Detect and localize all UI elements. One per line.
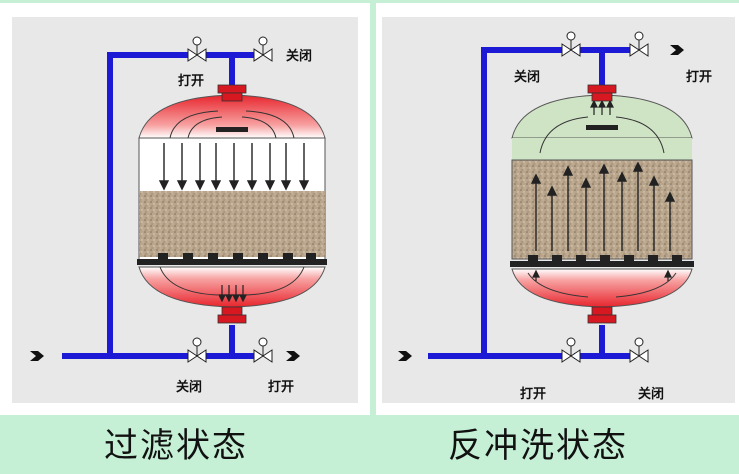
outlet-arrow-icon [670,45,684,55]
valve-top-left[interactable] [561,31,581,57]
valve-top-right[interactable] [253,36,273,62]
label-bottom-left-valve: 打开 [520,386,546,402]
filtration-diagram: 关闭 打开 关闭 打开 [30,36,327,395]
nozzle-plate [510,261,694,267]
inlet-arrow-icon [30,351,44,361]
valve-bottom-left[interactable] [561,337,581,363]
valve-top-left[interactable] [187,36,207,62]
label-top-left-valve: 关闭 [514,69,540,85]
label-top-right-valve: 关闭 [286,48,312,64]
filter-media-bed [139,191,325,257]
outlet-arrow-icon [286,351,300,361]
flow-down-arrows [158,143,310,191]
filtration-caption: 过滤状态 [104,426,248,466]
valve-bottom-left[interactable] [187,337,207,363]
inlet-arrow-icon [398,351,412,361]
valve-bottom-right[interactable] [253,337,273,363]
backwash-piping [428,47,634,359]
label-bottom-left-valve: 关闭 [176,379,202,395]
label-top-right-valve: 打开 [686,69,712,85]
backwash-diagram: 关闭 打开 打开 关闭 [398,31,712,402]
filtration-panel: 关闭 打开 关闭 打开 [0,3,370,415]
flanges [217,84,247,324]
backwash-vessel [510,94,694,308]
label-bottom-right-valve: 打开 [268,379,294,395]
backwash-caption: 反冲洗状态 [448,426,628,466]
filter-vessel [137,94,327,308]
label-bottom-right-valve: 关闭 [638,386,664,402]
backwash-panel: 关闭 打开 打开 关闭 [376,3,739,415]
flanges [587,84,617,324]
valve-top-right[interactable] [629,31,649,57]
expanded-media-bed [511,159,693,260]
nozzle-plate [137,259,327,265]
flow-up-arrows [530,161,676,251]
label-top-left-valve: 打开 [178,73,204,89]
filtration-piping [62,52,258,359]
valve-bottom-right[interactable] [629,337,649,363]
